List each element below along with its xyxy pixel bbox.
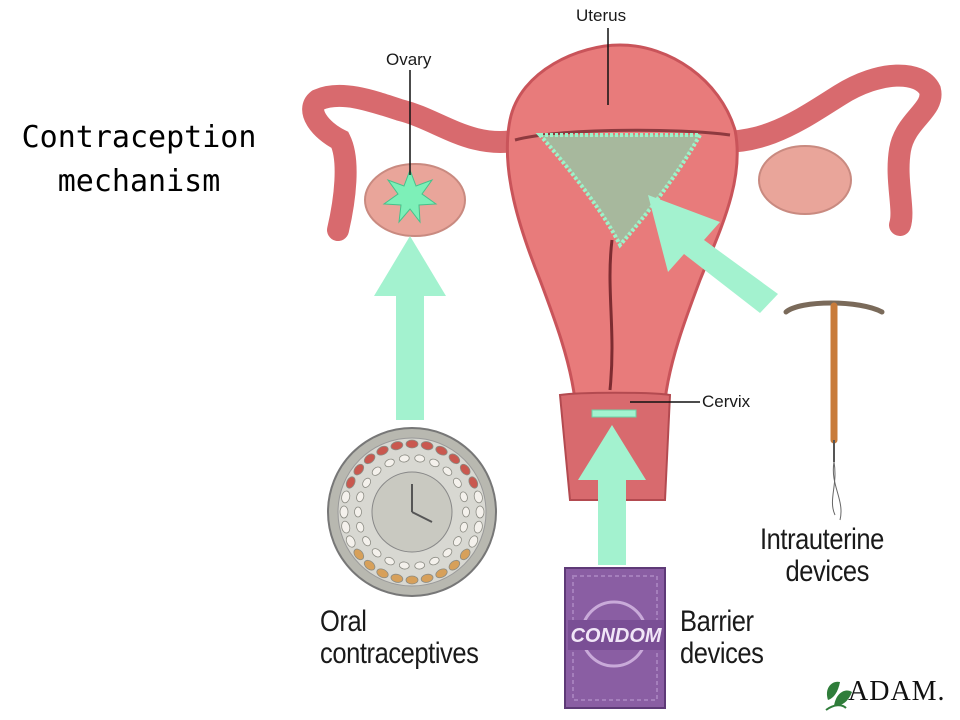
pill [414, 454, 426, 463]
label-oral-line-2: contraceptives [320, 637, 479, 670]
pill [420, 573, 434, 583]
pill [363, 453, 376, 465]
condom-package: CONDOM [564, 567, 666, 709]
label-barrier-line-1: Barrier [680, 605, 754, 638]
slide-title-line-1: Contraception [21, 120, 257, 155]
pill [376, 445, 389, 456]
pill [362, 477, 371, 488]
pill [459, 491, 468, 503]
pill [371, 548, 382, 558]
pill [429, 556, 440, 566]
label-barrier-devices: Barrier devices [680, 605, 764, 670]
pill [448, 559, 461, 571]
pill [356, 491, 365, 503]
left-fallopian-tube [302, 84, 531, 241]
pill [442, 548, 453, 558]
pill [435, 568, 448, 579]
pill [384, 556, 395, 566]
right-ovary [758, 145, 852, 215]
iud-arrow [648, 195, 778, 313]
label-intrauterine-devices: Intrauterine devices [760, 524, 884, 588]
pill-ring [339, 439, 485, 585]
pill [356, 521, 365, 533]
pill [448, 453, 461, 465]
label-cervix: Cervix [702, 392, 751, 411]
pill [442, 466, 453, 476]
pill [453, 477, 462, 488]
pill [473, 490, 483, 504]
pill [420, 441, 434, 451]
pill [371, 466, 382, 476]
iud-device [783, 300, 885, 521]
pill [459, 548, 471, 561]
pill [475, 505, 485, 519]
label-oral-line-1: Oral [320, 605, 367, 638]
slide-title-line-2: mechanism [57, 164, 221, 199]
pill [345, 535, 356, 548]
pill [363, 559, 376, 571]
pill [339, 505, 349, 519]
pill [376, 568, 389, 579]
cervix-barrier [591, 409, 637, 418]
barrier-arrow [578, 425, 646, 565]
pill [453, 536, 462, 547]
pill [468, 476, 479, 489]
label-oral-contraceptives: Oral contraceptives [320, 605, 479, 670]
label-uterus: Uterus [576, 6, 627, 25]
uterine-cavity [535, 133, 704, 249]
pill [462, 506, 470, 518]
pill [429, 458, 440, 468]
pill [341, 520, 351, 534]
pill-pack [327, 427, 497, 597]
label-iud-line-1: Intrauterine [760, 523, 884, 556]
pill [414, 561, 426, 570]
pill [341, 490, 351, 504]
right-fallopian-tube [689, 64, 942, 236]
pill [405, 575, 419, 585]
adam-leaf-icon [825, 681, 852, 711]
pill [459, 521, 468, 533]
pill [362, 536, 371, 547]
pill [384, 458, 395, 468]
pill [468, 535, 479, 548]
uterus-section-edge [514, 128, 731, 142]
pill [405, 439, 419, 449]
oral-arrow [374, 236, 446, 420]
cervical-canal [608, 239, 614, 391]
pill [398, 561, 410, 570]
adam-logo-text: ADAM. [848, 676, 946, 707]
pill [354, 506, 362, 518]
adam-logo: ADAM. [824, 676, 946, 708]
ovulation-star [382, 168, 438, 224]
pill [390, 441, 404, 451]
label-ovary: Ovary [386, 50, 432, 69]
pill [353, 548, 365, 561]
label-barrier-line-2: devices [680, 637, 764, 670]
pill [390, 573, 404, 583]
label-iud-line-2: devices [785, 555, 870, 588]
pill [345, 476, 356, 489]
pill [398, 454, 410, 463]
pill [459, 463, 471, 476]
pill [473, 520, 483, 534]
pill [353, 463, 365, 476]
slide-title: Contraception mechanism [8, 116, 270, 204]
condom-label: CONDOM [570, 625, 662, 647]
pill [435, 445, 448, 456]
